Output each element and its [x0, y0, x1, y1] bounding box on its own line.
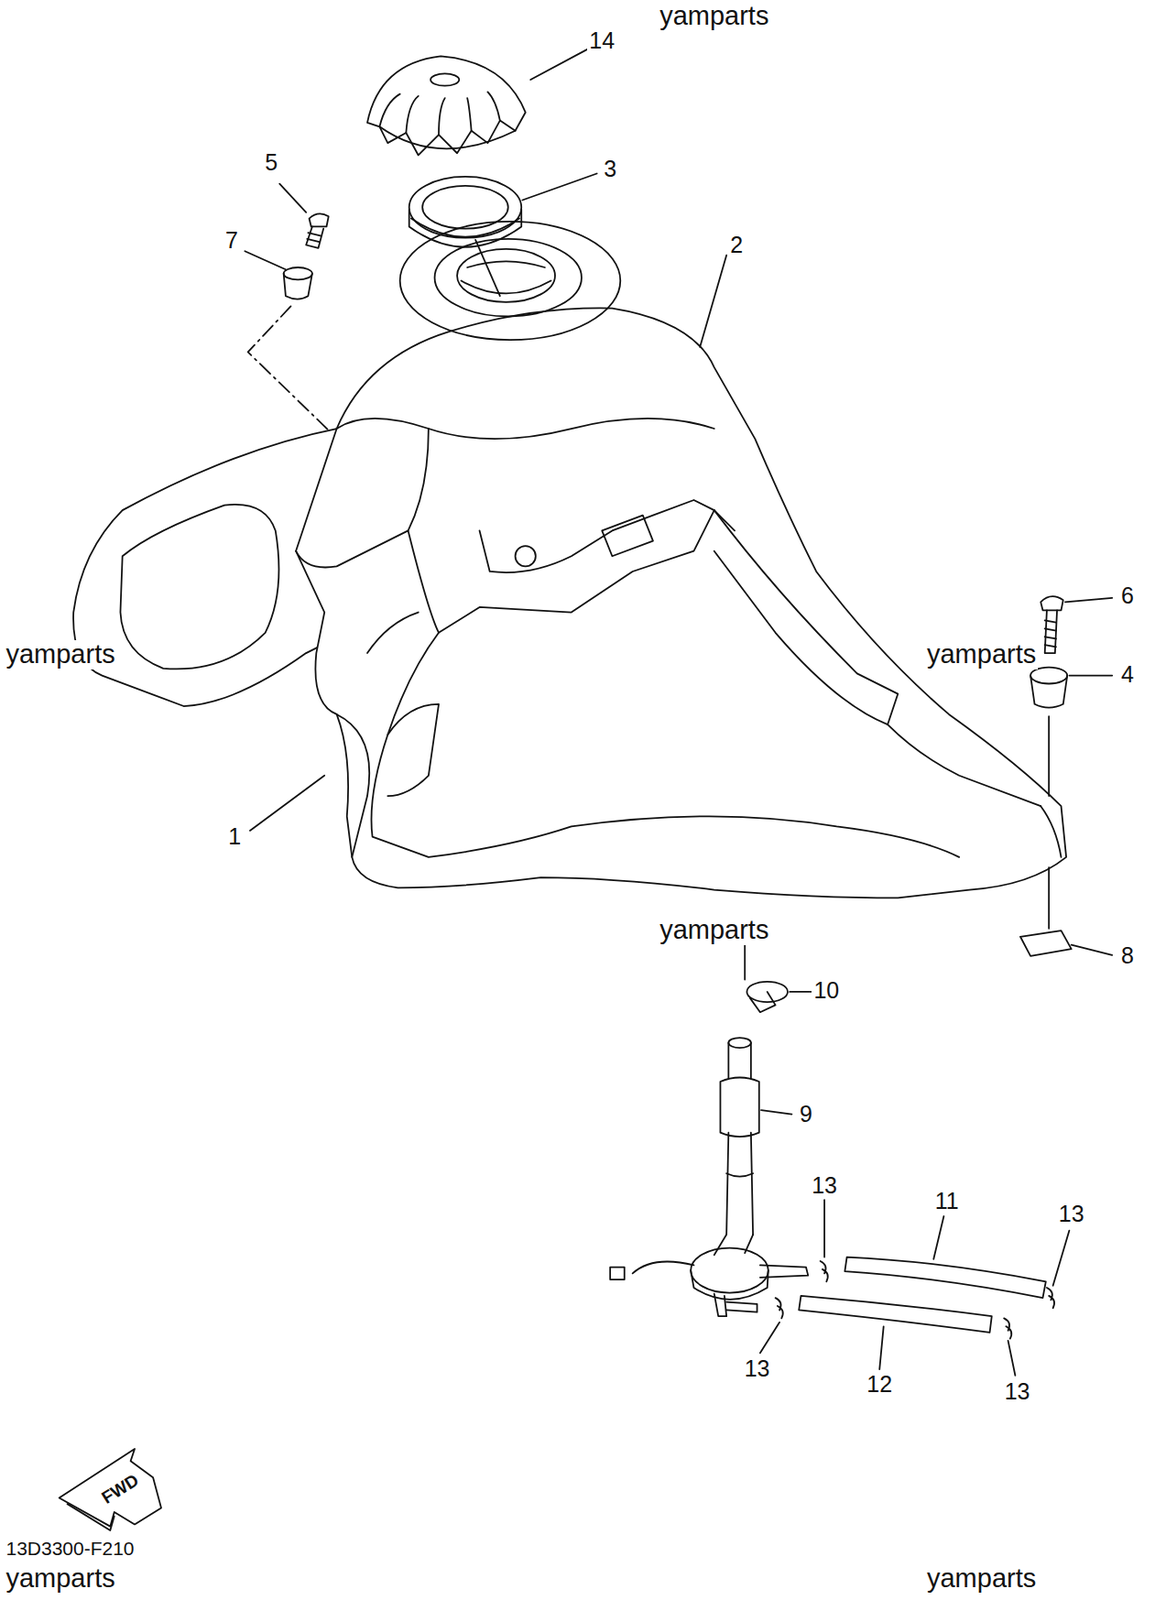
- callout-number: 1: [226, 824, 243, 850]
- callout-number: 7: [223, 228, 240, 254]
- callout-number: 13: [1002, 1379, 1033, 1406]
- callout-number: 13: [1056, 1201, 1087, 1228]
- drawing-code: 13D3300-F210: [3, 1537, 136, 1559]
- direction-arrow-text: FWD: [97, 1470, 144, 1510]
- callout-number: 8: [1119, 943, 1136, 970]
- watermark: yamparts: [925, 640, 1038, 670]
- watermark: yamparts: [3, 640, 117, 670]
- watermark: yamparts: [925, 1564, 1038, 1594]
- watermark: yamparts: [657, 915, 771, 946]
- callout-number: 13: [742, 1356, 773, 1383]
- callout-number: 14: [587, 28, 617, 55]
- watermark: yamparts: [3, 1564, 117, 1594]
- watermark: yamparts: [657, 1, 771, 32]
- callout-number: 13: [809, 1173, 840, 1199]
- callout-number: 9: [797, 1101, 815, 1128]
- callout-number: 12: [864, 1372, 894, 1398]
- callout-number: 2: [728, 232, 745, 259]
- callout-number: 10: [811, 978, 841, 1004]
- callout-number: 11: [933, 1188, 961, 1215]
- callout-number: 6: [1119, 583, 1136, 610]
- callout-number: 3: [601, 156, 619, 183]
- callout-number: 5: [262, 150, 280, 176]
- callout-number: 4: [1119, 662, 1136, 688]
